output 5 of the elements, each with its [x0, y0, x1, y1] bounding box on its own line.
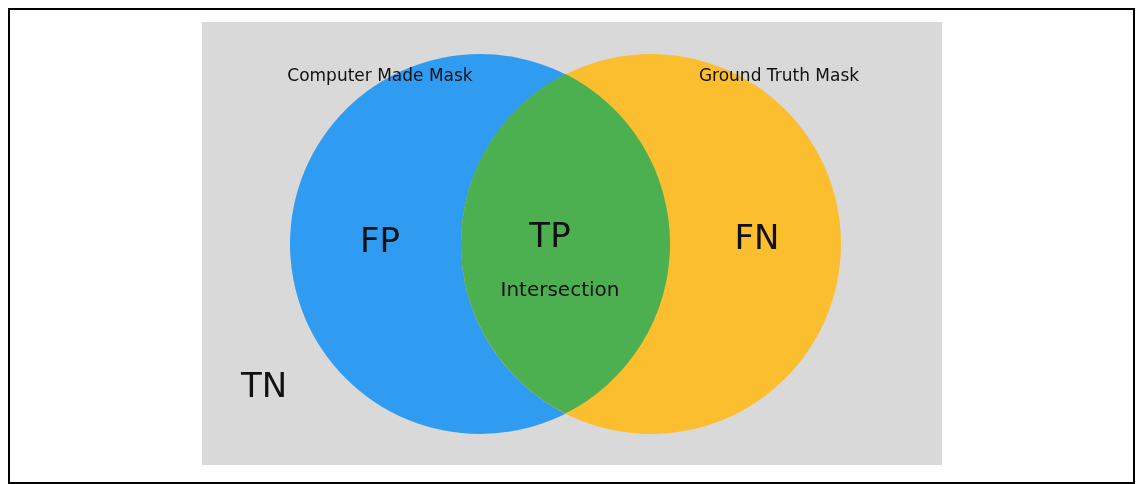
region-label: FP: [359, 222, 401, 260]
region-label: TN: [240, 367, 288, 405]
region-caption: Intersection: [500, 278, 620, 301]
region-label: FN: [734, 219, 780, 257]
region-label: TP: [529, 217, 571, 255]
